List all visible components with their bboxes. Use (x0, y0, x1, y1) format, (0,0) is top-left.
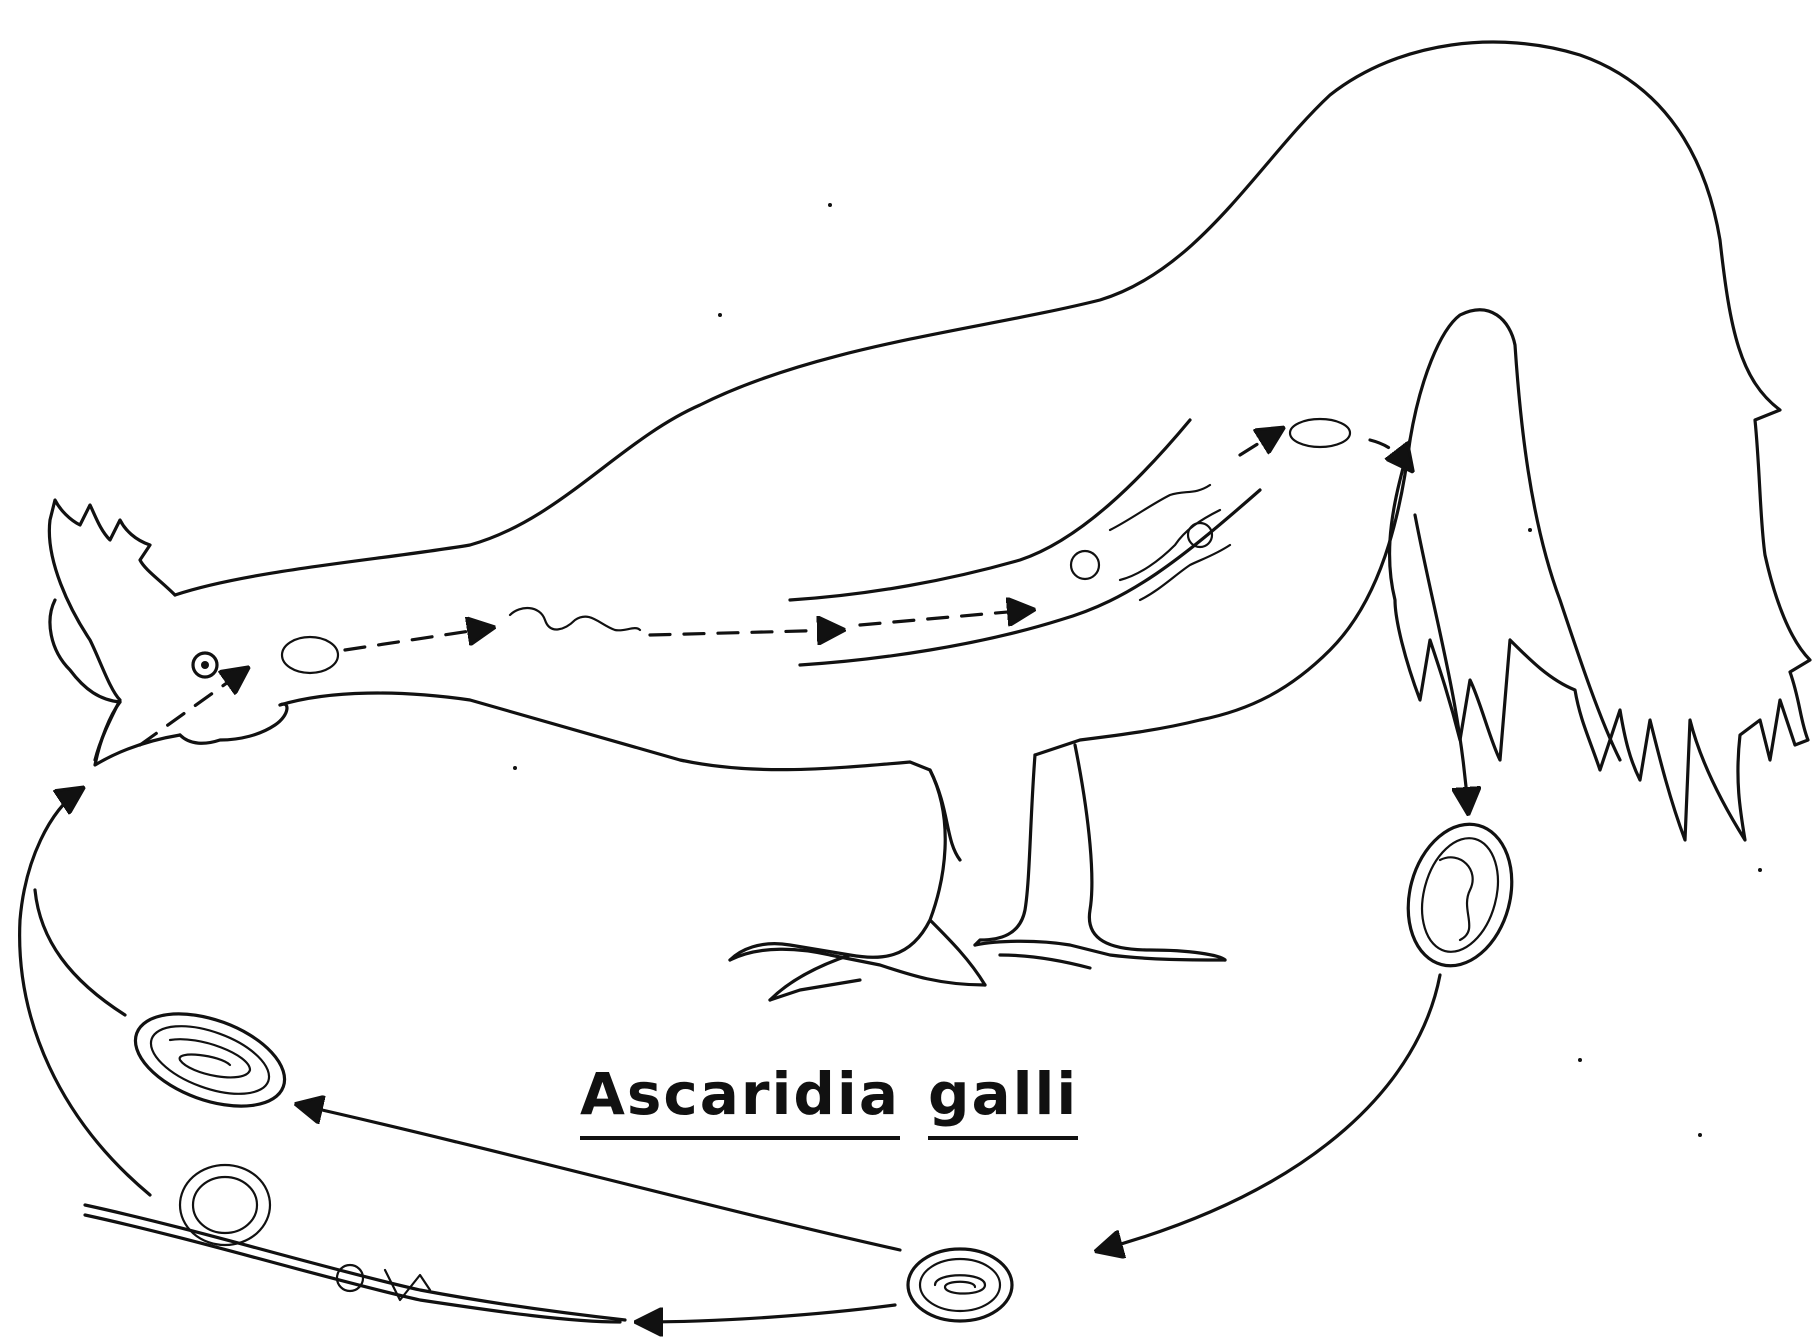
external-cycle (20, 515, 1527, 1322)
chicken-back-foot (975, 941, 1225, 968)
chicken-back-leg (975, 745, 1225, 960)
chicken-pupil (201, 661, 209, 669)
chicken-neck-underside (280, 693, 960, 860)
egg-ingestion-arrow (140, 670, 245, 745)
caption-genus: Ascaridia (580, 1060, 900, 1140)
infective-egg (123, 996, 297, 1125)
chicken-wattle (180, 704, 287, 743)
paper-specks (513, 203, 1762, 1137)
chicken-back-outline (175, 42, 1810, 840)
chicken-beak (95, 702, 180, 765)
larva-migration-arrow (650, 630, 840, 635)
egg-shed-arrow (1415, 515, 1468, 810)
intestine-lower-wall (800, 490, 1260, 665)
egg-to-beak-arc (35, 890, 125, 1015)
chicken-belly-outline (1035, 440, 1410, 755)
ingested-egg (282, 637, 338, 673)
larva-to-gut-arrow (860, 610, 1030, 625)
coiled-larva-in-gut (1071, 551, 1099, 579)
hatching-arrow (345, 628, 490, 650)
hatching-larva (510, 608, 640, 630)
chicken-head-outline (49, 500, 175, 760)
caption-species: galli (928, 1060, 1078, 1140)
chicken-tail-fold (1410, 310, 1620, 760)
egg-in-cloaca (1290, 419, 1350, 447)
infection-arc-arrow (20, 790, 150, 1195)
chicken-drawing (49, 42, 1810, 1000)
embryonated-egg (908, 1249, 1012, 1321)
species-caption: Ascaridia galli (580, 1060, 1160, 1140)
chicken-comb (50, 600, 120, 702)
chicken-front-leg (730, 770, 985, 1000)
intestine-upper-wall (790, 420, 1190, 600)
to-cloaca-arrow (1240, 430, 1280, 455)
hatch-in-host-arrow (640, 1305, 895, 1322)
unembryonated-egg (1393, 813, 1527, 978)
free-larva (85, 1165, 625, 1322)
